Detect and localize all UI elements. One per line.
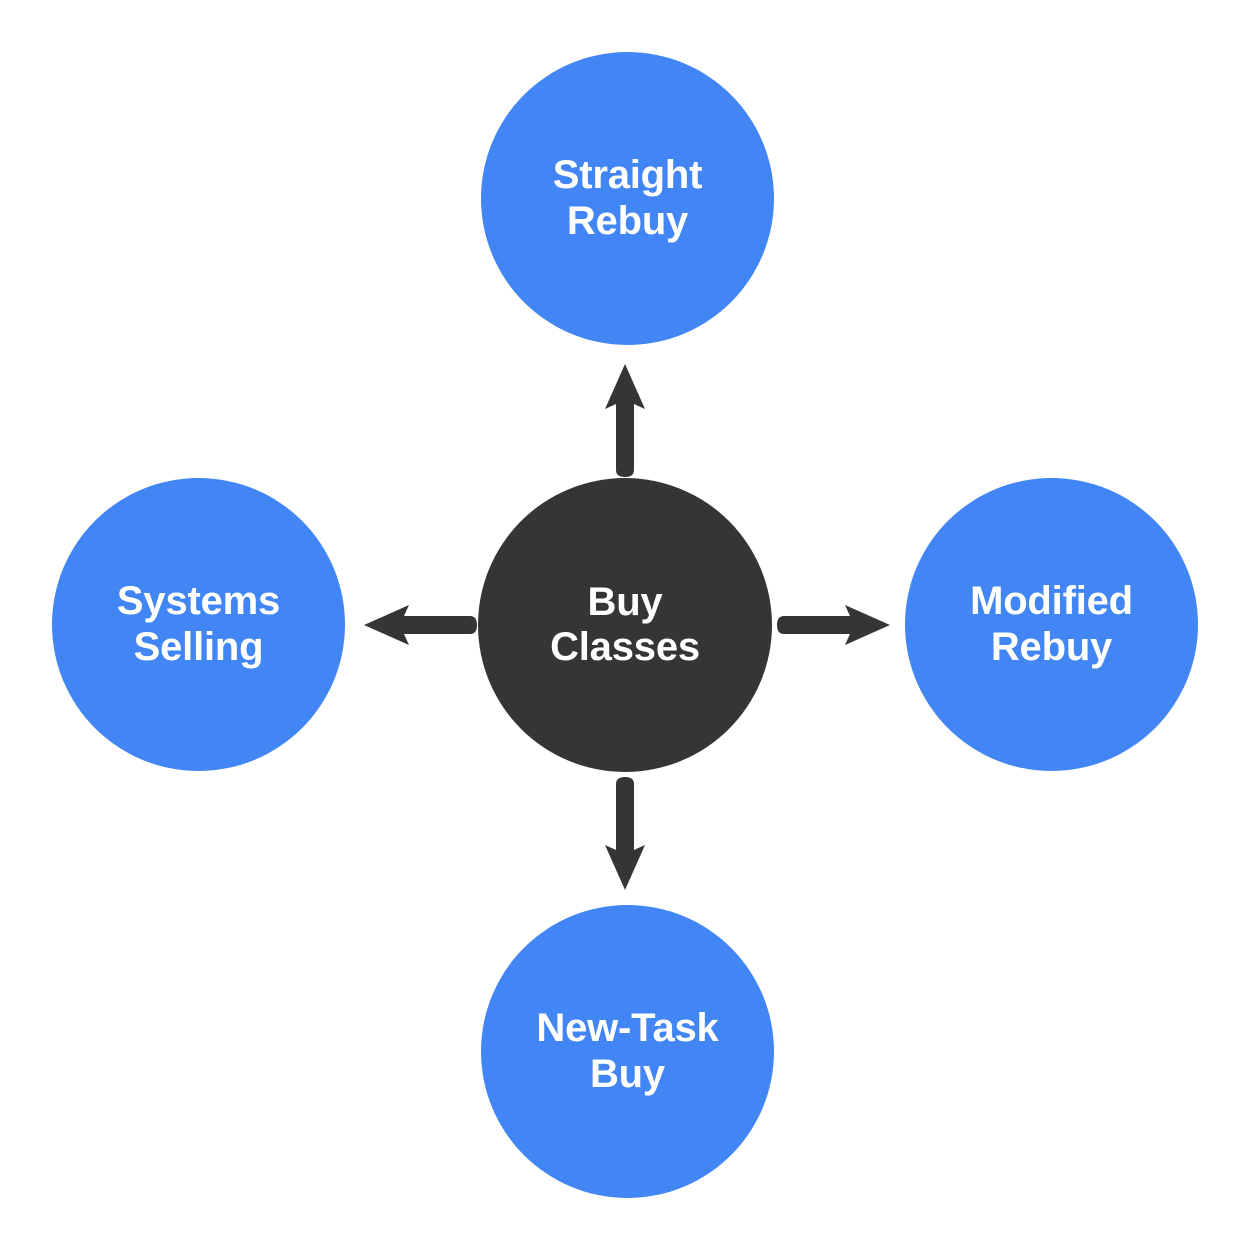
arrow-hub-to-systems-selling — [364, 605, 477, 645]
node-new-task-buy[interactable]: New-Task Buy — [481, 905, 774, 1198]
node-modified-rebuy[interactable]: Modified Rebuy — [905, 478, 1198, 771]
node-modified-rebuy-label: Modified Rebuy — [970, 579, 1133, 669]
node-systems-selling[interactable]: Systems Selling — [52, 478, 345, 771]
arrow-hub-to-modified-rebuy — [777, 605, 890, 645]
node-buy-classes-hub[interactable]: Buy Classes — [478, 478, 772, 772]
node-new-task-buy-label: New-Task Buy — [536, 1006, 719, 1096]
node-buy-classes-label: Buy Classes — [550, 579, 700, 669]
node-straight-rebuy-label: Straight Rebuy — [552, 153, 703, 243]
arrow-hub-to-straight-rebuy — [605, 364, 645, 477]
node-straight-rebuy[interactable]: Straight Rebuy — [481, 52, 774, 345]
arrow-hub-to-new-task-buy — [605, 777, 645, 890]
node-systems-selling-label: Systems Selling — [116, 579, 281, 669]
